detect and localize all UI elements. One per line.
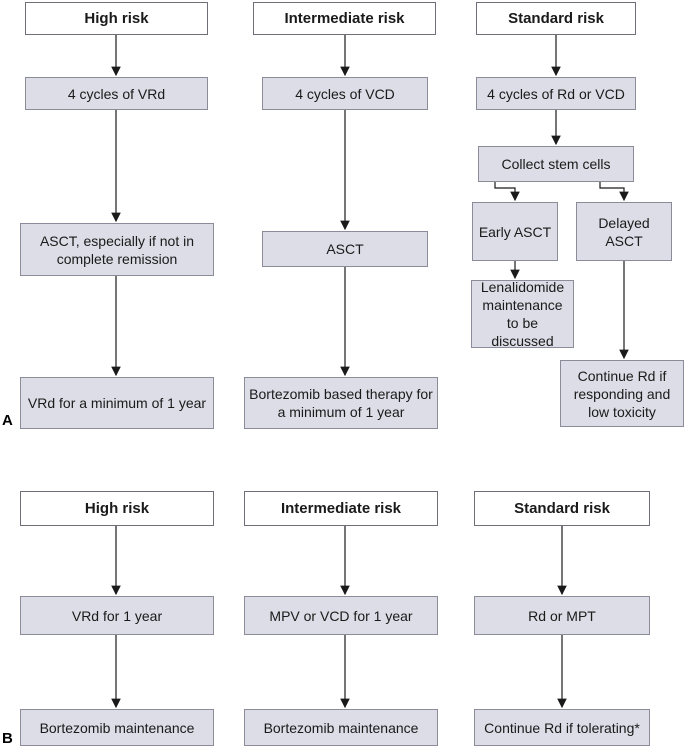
panel-b-intermediate-step-1: MPV or VCD for 1 year: [244, 596, 438, 635]
panel-a-header-high-risk: High risk: [25, 2, 208, 35]
panel-a-intermediate-step-1: 4 cycles of VCD: [262, 77, 428, 110]
panel-a-high-step-1: 4 cycles of VRd: [25, 77, 208, 110]
panel-b-high-step-1: VRd for 1 year: [20, 596, 214, 635]
panel-a-standard-continue-rd: Continue Rd if responding and low toxici…: [560, 360, 684, 427]
panel-a-standard-delayed-asct: Delayed ASCT: [576, 202, 672, 261]
panel-a-label: A: [2, 412, 13, 429]
panel-a-intermediate-step-3: Bortezomib based therapy for a minimum o…: [244, 377, 438, 429]
panel-a-standard-step-1: 4 cycles of Rd or VCD: [476, 77, 636, 110]
panel-a-high-step-2: ASCT, especially if not in complete remi…: [20, 223, 214, 276]
panel-a-standard-early-asct: Early ASCT: [472, 202, 558, 261]
panel-a-high-step-3: VRd for a minimum of 1 year: [20, 377, 214, 429]
panel-b-standard-step-2: Continue Rd if tolerating*: [474, 709, 650, 746]
panel-a-standard-collect-stem-cells: Collect stem cells: [478, 146, 634, 182]
panel-b-label: B: [2, 730, 13, 747]
panel-a-intermediate-step-2: ASCT: [262, 231, 428, 267]
panel-a-standard-lenalidomide-maintenance: Lenalidomide maintenance to be discussed: [471, 279, 574, 349]
panel-b-header-intermediate-risk: Intermediate risk: [244, 491, 438, 526]
panel-a-header-intermediate-risk: Intermediate risk: [253, 2, 436, 35]
panel-b-intermediate-step-2: Bortezomib maintenance: [244, 709, 438, 746]
panel-b-high-step-2: Bortezomib maintenance: [20, 709, 214, 746]
panel-a-header-standard-risk: Standard risk: [476, 2, 636, 35]
panel-b-standard-step-1: Rd or MPT: [474, 596, 650, 635]
panel-b-header-high-risk: High risk: [20, 491, 214, 526]
panel-b-header-standard-risk: Standard risk: [474, 491, 650, 526]
